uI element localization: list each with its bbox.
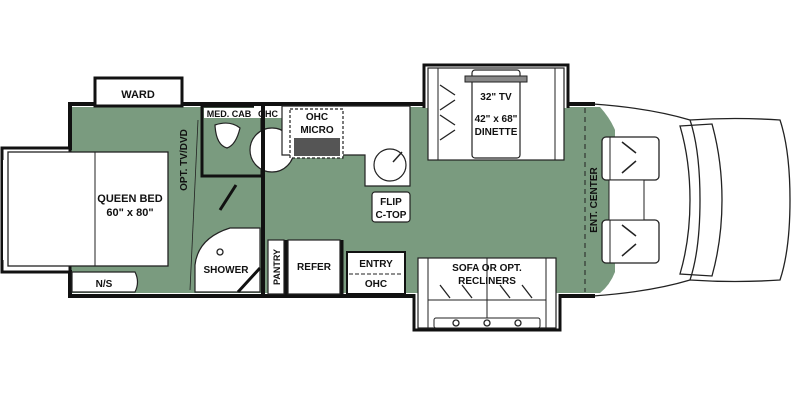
shower: SHOWER bbox=[194, 227, 262, 294]
bath-door bbox=[218, 184, 238, 211]
ward-label: WARD bbox=[121, 89, 155, 101]
shower-label: SHOWER bbox=[204, 265, 250, 276]
kitchen-counter: OHC MICRO bbox=[281, 105, 411, 187]
cab-front bbox=[592, 103, 791, 297]
toilet-icon bbox=[214, 122, 241, 149]
dinette-label: DINETTE bbox=[475, 127, 518, 138]
tv-label: 32" TV bbox=[480, 92, 512, 103]
refrigerator: REFER bbox=[287, 239, 341, 295]
flip-countertop[interactable]: FLIP C-TOP bbox=[371, 191, 411, 223]
ohc-entry-label: OHC bbox=[365, 279, 387, 290]
refer-label: REFER bbox=[297, 262, 332, 273]
entry-label: ENTRY bbox=[359, 259, 393, 270]
driver-seat bbox=[601, 136, 660, 181]
wardrobe: WARD bbox=[93, 76, 184, 108]
dinette-table bbox=[471, 69, 521, 159]
stove-icon bbox=[294, 138, 340, 156]
queen-bed-size: 60" x 80" bbox=[106, 207, 153, 219]
opt-tv-dvd-label: OPT. TV/DVD bbox=[179, 129, 190, 191]
nightstand: N/S bbox=[71, 271, 139, 293]
tv-icon bbox=[464, 75, 528, 83]
pantry: PANTRY bbox=[267, 239, 285, 295]
pantry-label: PANTRY bbox=[272, 249, 282, 285]
queen-bed[interactable]: QUEEN BED 60" x 80" bbox=[7, 151, 169, 267]
ohc-micro-label: OHC bbox=[306, 112, 328, 123]
bathroom: MED. CAB OHC bbox=[200, 104, 295, 211]
dinette-slideout: 32" TV 42" x 68" DINETTE bbox=[422, 62, 570, 161]
sofa-label: SOFA OR OPT. bbox=[452, 263, 522, 274]
ns-label: N/S bbox=[96, 279, 113, 290]
dinette-size-label: 42" x 68" bbox=[475, 114, 518, 125]
entry[interactable]: ENTRY OHC bbox=[346, 251, 406, 295]
queen-bed-label: QUEEN BED bbox=[97, 193, 162, 205]
sofa-slideout[interactable]: SOFA OR OPT. RECLINERS bbox=[412, 257, 562, 332]
recliners-label: RECLINERS bbox=[458, 276, 516, 287]
c-top-label: C-TOP bbox=[376, 210, 407, 221]
med-cab-label: MED. CAB bbox=[207, 109, 252, 119]
passenger-seat bbox=[601, 219, 660, 264]
exterior-walls bbox=[68, 102, 595, 298]
ohc-bath-label: OHC bbox=[258, 109, 279, 119]
flip-label: FLIP bbox=[380, 197, 402, 208]
micro-label: MICRO bbox=[300, 125, 334, 136]
ent-center-label: ENT. CENTER bbox=[589, 166, 600, 232]
